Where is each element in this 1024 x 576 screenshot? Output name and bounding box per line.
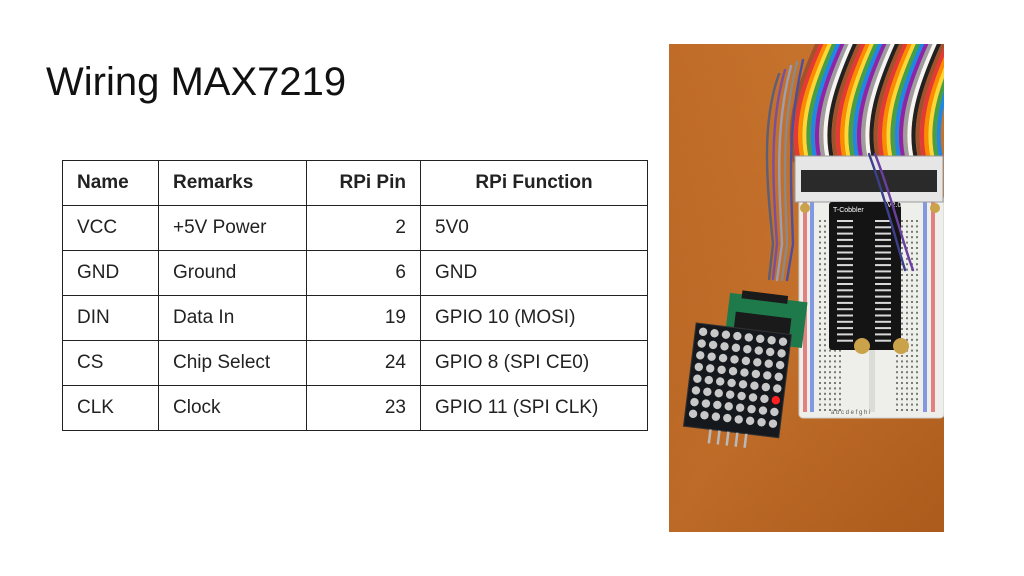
cell-rpi-pin: 23 bbox=[306, 385, 421, 431]
breadboard-letters: a b c d e f g h i bbox=[831, 410, 870, 416]
table-header-row: Name Remarks RPi Pin RPi Function bbox=[62, 160, 648, 206]
cell-rpi-function: 5V0 bbox=[420, 205, 648, 251]
cell-remarks: +5V Power bbox=[158, 205, 307, 251]
header-rpi-function: RPi Function bbox=[420, 160, 648, 206]
ribbon-cable bbox=[789, 44, 944, 163]
t-cobbler-board: T-Cobbler V2.0 bbox=[794, 155, 944, 354]
wiring-table: Name Remarks RPi Pin RPi Function VCC +5… bbox=[62, 160, 648, 431]
cell-remarks: Clock bbox=[158, 385, 307, 431]
cell-name: CLK bbox=[62, 385, 159, 431]
jumper-wires bbox=[765, 58, 915, 282]
cell-rpi-pin: 24 bbox=[306, 340, 421, 386]
header-remarks: Remarks bbox=[158, 160, 307, 206]
cell-rpi-pin: 19 bbox=[306, 295, 421, 341]
cell-rpi-function: GPIO 11 (SPI CLK) bbox=[420, 385, 648, 431]
cell-remarks: Chip Select bbox=[158, 340, 307, 386]
wiring-photo: a b c d e f g h i T-Cobbler V2.0 bbox=[669, 44, 944, 532]
led-matrix-module bbox=[682, 290, 808, 448]
cell-rpi-pin: 2 bbox=[306, 205, 421, 251]
slide-title: Wiring MAX7219 bbox=[46, 60, 347, 104]
cobbler-label: T-Cobbler bbox=[833, 207, 864, 214]
cell-name: GND bbox=[62, 250, 159, 296]
cell-remarks: Ground bbox=[158, 250, 307, 296]
cell-rpi-function: GPIO 8 (SPI CE0) bbox=[420, 340, 648, 386]
header-name: Name bbox=[62, 160, 159, 206]
cell-remarks: Data In bbox=[158, 295, 307, 341]
cell-name: VCC bbox=[62, 205, 159, 251]
cell-rpi-pin: 6 bbox=[306, 250, 421, 296]
cell-name: CS bbox=[62, 340, 159, 386]
table-row: VCC +5V Power 2 5V0 bbox=[62, 205, 648, 251]
table-row: GND Ground 6 GND bbox=[62, 250, 648, 296]
cobbler-version: V2.0 bbox=[887, 202, 902, 209]
header-rpi-pin: RPi Pin bbox=[306, 160, 421, 206]
cell-rpi-function: GPIO 10 (MOSI) bbox=[420, 295, 648, 341]
cell-name: DIN bbox=[62, 295, 159, 341]
table-row: CS Chip Select 24 GPIO 8 (SPI CE0) bbox=[62, 340, 648, 386]
cell-rpi-function: GND bbox=[420, 250, 648, 296]
table-row: CLK Clock 23 GPIO 11 (SPI CLK) bbox=[62, 385, 648, 431]
table-row: DIN Data In 19 GPIO 10 (MOSI) bbox=[62, 295, 648, 341]
